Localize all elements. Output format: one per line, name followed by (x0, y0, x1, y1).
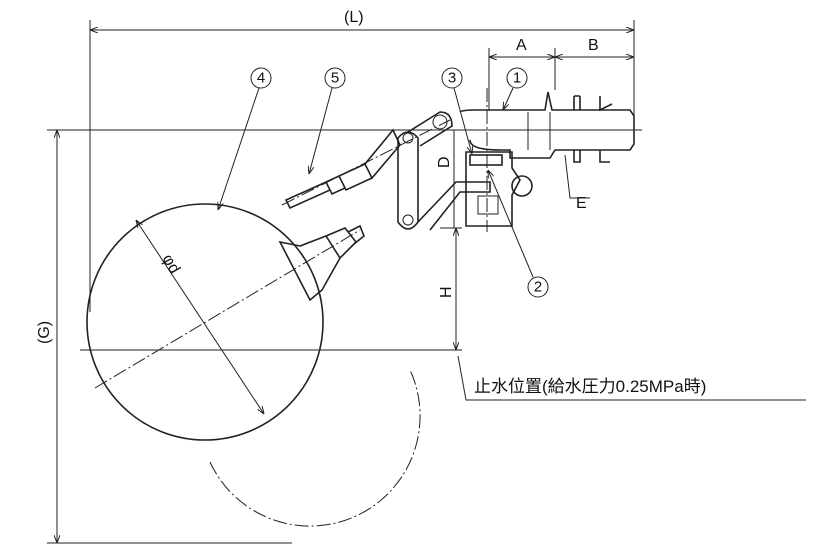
pivot-pin (402, 132, 414, 144)
ball-centerline (94, 229, 361, 389)
link-bar (397, 131, 419, 230)
diameter-line (136, 220, 264, 414)
svg-text:3: 3 (448, 70, 456, 87)
callout-5: 5 (309, 67, 346, 174)
pivot-pin (511, 175, 533, 197)
callout-2: 2 (488, 170, 549, 298)
arm-centerline (281, 119, 451, 206)
ball-stem-nut (325, 227, 358, 259)
lever-top (407, 111, 453, 147)
lever-bottom (417, 181, 491, 231)
dimension-E-leader (564, 154, 590, 199)
valve-body (459, 91, 635, 159)
pivot-pin (432, 114, 448, 130)
ball-float (86, 203, 324, 441)
pivot-pin (402, 214, 414, 226)
dimension-H-label: H (438, 286, 455, 298)
ball-stem-rod (347, 224, 365, 245)
extension-lines (47, 20, 642, 544)
dimension-A-label: A (516, 37, 527, 54)
swing-arc (209, 369, 421, 527)
dimension-B-label: B (588, 37, 599, 54)
svg-text:4: 4 (257, 70, 265, 87)
pipe-thread (573, 95, 613, 163)
svg-text:1: 1 (513, 70, 521, 87)
dimension-D-label: D (436, 156, 453, 168)
diameter-label: φd (159, 252, 183, 277)
dimension-E-label: E (576, 195, 587, 212)
valve-seat (469, 154, 503, 166)
dimension-L-label: (L) (344, 9, 364, 26)
svg-text:5: 5 (331, 70, 339, 87)
dimension-G-label: (G) (36, 321, 53, 344)
note-leader (457, 355, 806, 401)
valve-piston (477, 195, 499, 215)
valve-housing (465, 151, 521, 227)
svg-text:2: 2 (534, 279, 542, 296)
arm-rod (284, 128, 401, 210)
water-stop-position-note: 止水位置(給水圧力0.25MPa時) (474, 377, 706, 396)
callout-1: 1 (503, 67, 528, 110)
callout-3: 3 (441, 67, 472, 154)
callout-4: 4 (218, 67, 272, 210)
